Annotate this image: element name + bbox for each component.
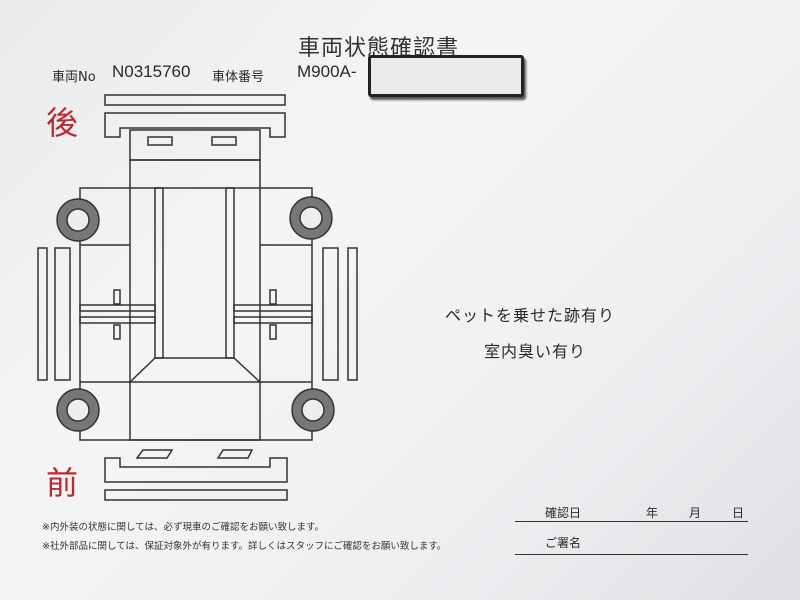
vehicle-no-value: N0315760 bbox=[112, 62, 191, 81]
signature-label: ご署名 bbox=[545, 536, 582, 550]
disclaimer-1: ※内外装の状態に関しては、必ず現車のご確認をお願い致します。 bbox=[42, 522, 325, 533]
day-label: 日 bbox=[732, 506, 745, 520]
chassis-no-label: 車体番号 bbox=[212, 70, 265, 85]
vehicle-no-label: 車両No bbox=[52, 70, 96, 85]
chassis-no-value: M900A- bbox=[297, 62, 357, 81]
disclaimer-2: ※社外部品に関しては、保証対象外が有ります。詳しくはスタッフにご確認をお願い致し… bbox=[42, 541, 447, 552]
year-label: 年 bbox=[646, 506, 659, 520]
note-odor: 室内臭い有り bbox=[484, 342, 587, 361]
note-pet: ペットを乗せた跡有り bbox=[445, 306, 616, 325]
date-line bbox=[515, 521, 748, 522]
confirm-date-label: 確認日 bbox=[545, 506, 582, 520]
front-label: 前 bbox=[46, 464, 79, 502]
signature-line bbox=[515, 554, 748, 555]
rear-label: 後 bbox=[46, 104, 79, 142]
redaction-sticker bbox=[368, 55, 524, 97]
month-label: 月 bbox=[689, 506, 702, 520]
